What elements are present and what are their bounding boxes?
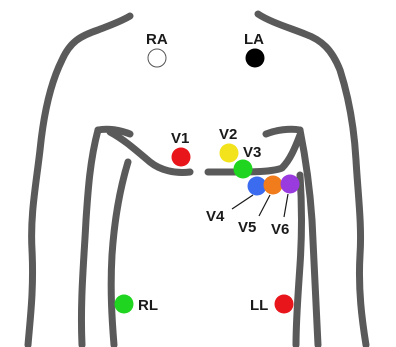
label-v2: V2 xyxy=(219,126,237,143)
electrode-ra xyxy=(148,49,166,67)
electrode-rl xyxy=(115,295,134,314)
label-v3: V3 xyxy=(243,144,261,161)
pointer-lines xyxy=(232,194,288,217)
right-inner-arm xyxy=(81,130,98,345)
pointer-v4 xyxy=(232,195,253,209)
label-v4: V4 xyxy=(206,208,225,225)
right-torso-side xyxy=(111,162,128,345)
left-armpit xyxy=(266,129,300,134)
electrodes xyxy=(115,49,300,314)
label-v5: V5 xyxy=(238,219,256,236)
pointer-v6 xyxy=(284,194,288,217)
electrode-la xyxy=(246,49,265,68)
label-ra: RA xyxy=(146,31,168,48)
electrode-v5 xyxy=(264,176,283,195)
label-v1: V1 xyxy=(171,130,189,147)
label-ll: LL xyxy=(250,297,268,314)
left-torso-side xyxy=(296,175,302,345)
electrode-ll xyxy=(275,295,294,314)
body-outline xyxy=(28,14,366,345)
electrode-v6 xyxy=(281,175,300,194)
electrode-v1 xyxy=(172,148,191,167)
label-rl: RL xyxy=(138,297,158,314)
label-la: LA xyxy=(244,31,264,48)
pointer-v5 xyxy=(259,195,270,216)
electrode-v2 xyxy=(220,144,239,163)
electrode-v3 xyxy=(234,160,253,179)
label-v6: V6 xyxy=(271,221,289,238)
